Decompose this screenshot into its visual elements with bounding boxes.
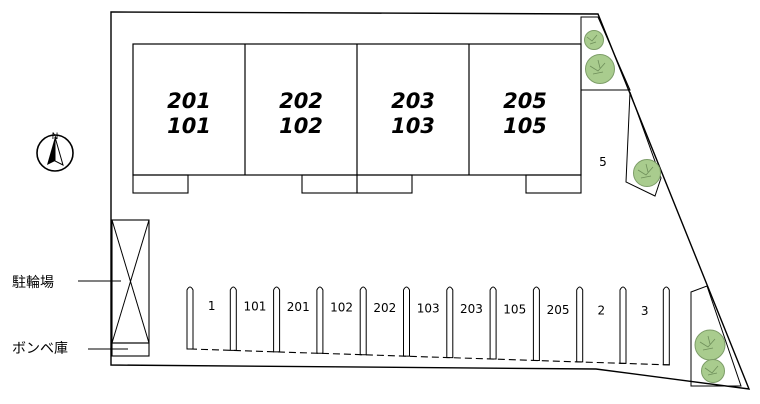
parking-spot-5-label: 5	[599, 155, 607, 169]
parking-slot-label: 202	[373, 301, 396, 315]
parking-divider	[403, 286, 410, 357]
tree-icon	[694, 329, 726, 361]
unit-label-lower: 105	[503, 114, 547, 138]
planting-bed	[580, 16, 631, 91]
parking-divider	[576, 286, 584, 363]
unit-label-lower: 102	[279, 114, 323, 138]
entrance-step	[132, 174, 189, 194]
parking-divider	[532, 286, 540, 361]
parking-divider	[273, 286, 281, 353]
parking-baseline	[189, 348, 673, 366]
planting-bed	[625, 91, 662, 197]
parking-slot-label: 101	[243, 300, 266, 314]
parking-slot-label: 102	[330, 301, 353, 315]
parking-divider	[186, 286, 194, 350]
tree-icon	[633, 159, 661, 187]
entrance-step	[525, 174, 582, 194]
tree-icon	[584, 30, 604, 50]
entrance-step	[301, 174, 358, 194]
unit-label-upper: 202	[279, 89, 323, 113]
parking-slot-label: 105	[503, 303, 526, 317]
gas-cylinder-storage-label: ボンベ庫	[12, 340, 68, 357]
parking-slot-label: 201	[287, 300, 310, 314]
parking-divider	[662, 286, 670, 366]
unit-label-lower: 101	[167, 114, 211, 138]
tree-icon	[585, 54, 615, 84]
bicycle-parking-cross	[111, 219, 150, 344]
parking-divider	[316, 286, 324, 354]
parking-divider	[359, 286, 367, 356]
parking-slot-label: 103	[417, 302, 440, 316]
planting-bed	[690, 285, 742, 387]
parking-divider	[446, 286, 454, 359]
parking-divider	[229, 286, 237, 351]
bicycle-parking-label: 駐輪場	[12, 274, 54, 291]
parking-slot-label: 205	[547, 303, 570, 317]
unit-label-lower: 103	[391, 114, 435, 138]
unit-label-upper: 205	[503, 89, 547, 113]
parking-slot-label: 2	[598, 304, 606, 318]
parking-divider	[489, 286, 497, 360]
lot-boundary	[110, 11, 751, 390]
unit-label-upper: 203	[391, 89, 435, 113]
tree-icon	[701, 359, 725, 383]
parking-slot-label: 3	[641, 304, 649, 318]
north-arrow-icon: N	[36, 132, 74, 172]
compass-label: N	[52, 132, 59, 142]
parking-slot-label: 203	[460, 302, 483, 316]
entrance-step	[356, 174, 413, 194]
building: 201 101 202 102 203 103 205 105	[132, 43, 582, 194]
unit-label-upper: 201	[167, 89, 211, 113]
parking-slots: 1 101 201 102 202 103 203 105 205 2 3	[186, 286, 670, 366]
parking-divider	[619, 286, 627, 364]
parking-slot-label: 1	[208, 299, 216, 313]
